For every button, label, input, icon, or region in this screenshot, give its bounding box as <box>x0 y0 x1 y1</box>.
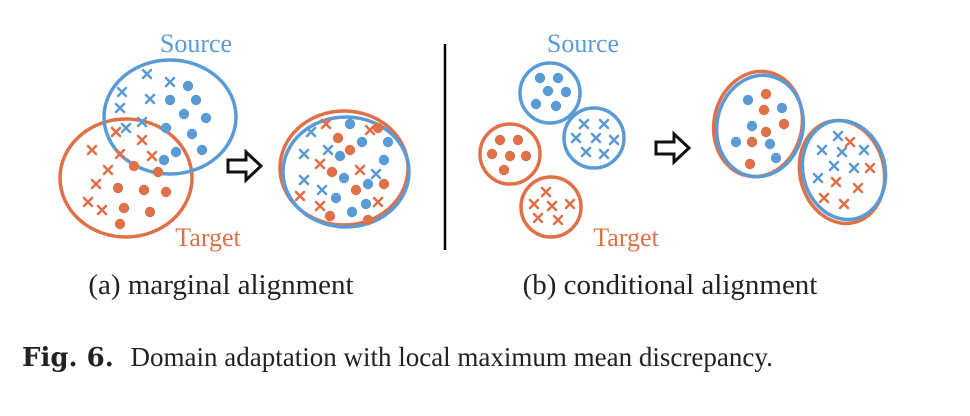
panel-a-target-crosses <box>82 126 158 216</box>
panel-b-source-dots <box>530 72 572 112</box>
panel-b-source-dot-cluster <box>518 61 582 125</box>
panel-b-source-cross-cluster <box>562 106 626 170</box>
panel-b: Source <box>478 29 888 301</box>
panel-b-aligned-target-ellipse-1 <box>711 69 805 179</box>
panel-a-arrow-icon <box>226 148 264 184</box>
panel-a-aligned-source-dots <box>330 118 394 218</box>
panel-b-target-crosses <box>528 186 576 226</box>
panel-b-aligned-source-ellipse-2 <box>800 118 888 222</box>
panel-a-target-dots <box>112 160 172 230</box>
panel-a: Source <box>58 29 411 301</box>
figure-caption: Fig. 6. Domain adaptation with local max… <box>22 342 773 373</box>
panel-b-target-dots <box>486 134 532 176</box>
panel-a-source-ellipse <box>102 58 238 176</box>
panel-a-target-label: Target <box>175 223 241 252</box>
panel-a-aligned-target-crosses <box>294 118 384 212</box>
panel-b-aligned-source-ellipse-1 <box>714 73 806 179</box>
panel-b-aligned-target-dots <box>744 88 790 170</box>
panel-a-target-ellipse <box>58 117 194 239</box>
panel-b-subtitle: (b) conditional alignment <box>523 269 818 301</box>
panel-b-aligned-target-crosses <box>818 136 876 210</box>
panel-b-source-label: Source <box>547 29 619 58</box>
panel-a-aligned-target-dots <box>324 122 390 226</box>
panel-b-aligned-source-crosses <box>812 130 870 184</box>
panel-b-arrow-icon <box>654 130 692 166</box>
panel-b-source-crosses <box>570 118 620 160</box>
caption-label: Fig. 6. <box>22 343 114 373</box>
panel-a-source-crosses <box>114 68 176 134</box>
panel-a-subtitle: (a) marginal alignment <box>88 269 353 301</box>
panel-b-aligned-source-dots <box>730 94 788 164</box>
panel-b-target-dot-cluster <box>478 122 542 186</box>
caption-text: Domain adaptation with local maximum mea… <box>131 342 773 372</box>
panel-a-source-label: Source <box>160 29 232 58</box>
panel-b-target-label: Target <box>593 223 659 252</box>
panel-a-aligned-source-crosses <box>298 126 382 196</box>
panel-a-source-dots <box>158 80 212 166</box>
panel-a-aligned-source-ellipse <box>281 115 411 229</box>
panel-b-target-cross-cluster <box>519 175 583 239</box>
